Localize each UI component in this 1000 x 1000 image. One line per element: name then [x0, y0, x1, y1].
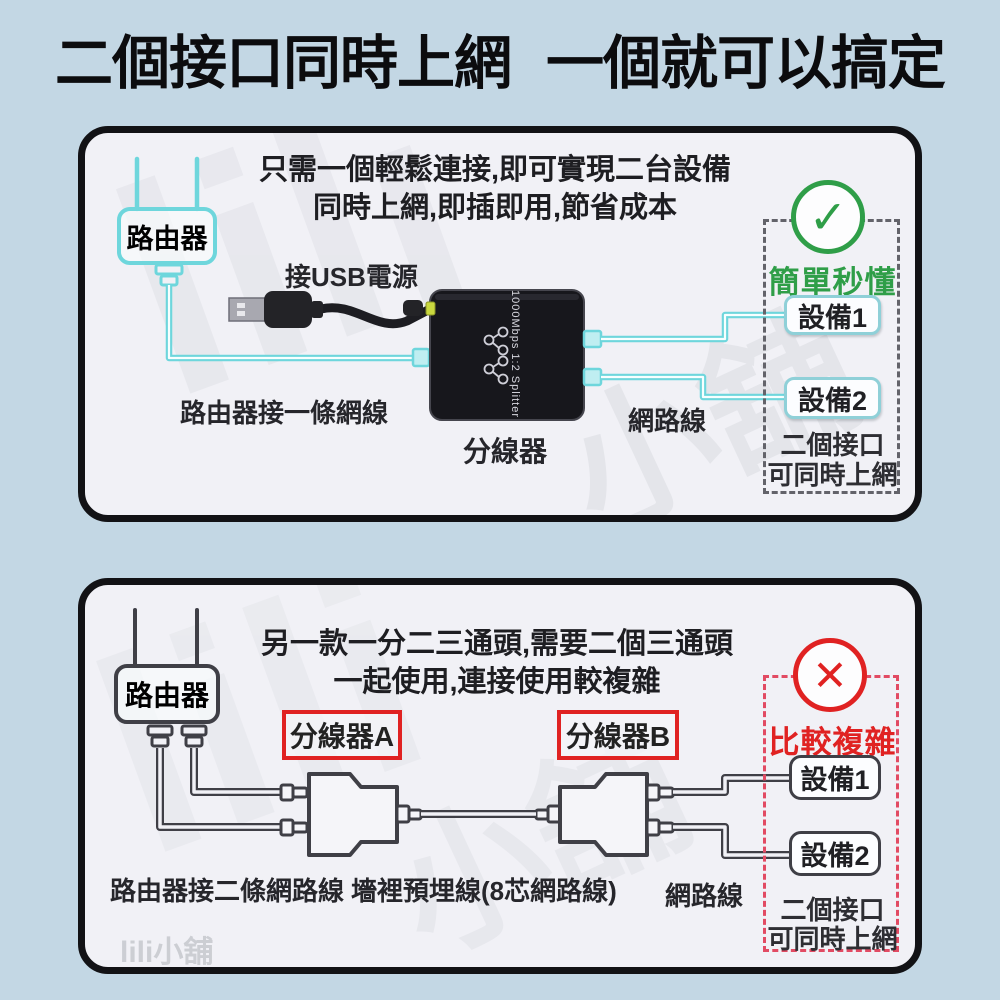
router-cable-label: 路由器接二條網路線	[110, 876, 345, 906]
splitter-a-tag: 分線器A	[282, 710, 402, 760]
cable-connector	[411, 347, 431, 368]
router-antennas	[133, 608, 199, 666]
usb-power-label: 接USB電源	[285, 262, 418, 292]
splitter-output-connectors	[582, 329, 603, 387]
device1-label: 設備1	[797, 302, 868, 333]
router-cables	[156, 748, 281, 831]
description-line2: 同時上網,即插即用,節省成本	[312, 192, 678, 224]
page-title: 二個接口同時上網 一個就可以搞定	[54, 31, 946, 96]
complex-setup-panel: lili 小舖	[78, 578, 922, 974]
device1-node: 設備1	[784, 295, 881, 335]
router-cable-label: 路由器接一條網線	[180, 398, 389, 428]
splitter-a-input-connectors	[279, 783, 309, 837]
description-line2: 一起使用,連接使用較複雜	[333, 666, 661, 698]
network-cable-label: 網路線	[665, 881, 744, 911]
note-line2: 可同時上網	[767, 460, 898, 490]
split-icon	[483, 326, 509, 385]
description: 另一款一分二三通頭,需要二個三通頭 一起使用,連接使用較複雜	[197, 625, 797, 701]
verdict-label: 簡單秒懂	[768, 265, 897, 300]
usb-port	[425, 301, 436, 316]
description: 只需一個輕鬆連接,即可實現二台設備 同時上網,即插即用,節省成本	[175, 151, 815, 227]
router-antennas	[134, 156, 200, 212]
note-line2: 可同時上網	[767, 924, 898, 954]
complex-setup-diagram	[133, 608, 789, 859]
description-line1: 另一款一分二三通頭,需要二個三通頭	[260, 628, 734, 660]
splitter-label: 分線器	[463, 436, 548, 467]
brand-watermark: lili小舖	[120, 936, 214, 969]
router-port-connectors	[146, 724, 208, 748]
device2-node: 設備2	[789, 831, 881, 876]
wall-cable-label: 墻裡預埋線(8芯網路線)	[351, 876, 617, 906]
cross-icon: ✕	[793, 638, 867, 712]
device2-node: 設備2	[784, 377, 881, 419]
device2-label: 設備2	[800, 841, 870, 871]
splitter-a-label: 分線器A	[289, 721, 395, 752]
router-port-connector	[154, 263, 184, 287]
router-label: 路由器	[126, 223, 208, 254]
device-network-cables	[601, 311, 784, 401]
router-node: 路由器	[117, 207, 217, 265]
device1-node: 設備1	[789, 755, 881, 800]
note-line1: 二個接口	[780, 895, 885, 925]
router-node: 路由器	[114, 664, 220, 724]
verdict-label: 比較複雜	[768, 725, 897, 760]
usb-plug-body	[264, 291, 312, 328]
splitter-b-output-connectors	[645, 783, 675, 837]
splitter-b-tag: 分線器B	[557, 710, 679, 760]
network-cable-label: 網路線	[628, 406, 707, 436]
note-line1: 二個接口	[780, 430, 885, 460]
wall-cable-connectors	[395, 804, 562, 824]
splitter-device	[425, 289, 585, 421]
device2-label: 設備2	[797, 385, 868, 416]
check-icon: ✓	[791, 180, 865, 254]
router-label: 路由器	[124, 680, 209, 711]
usb-plug-metal	[228, 297, 266, 322]
splitter-b-shape	[558, 772, 649, 857]
usb-power-cable	[228, 291, 433, 329]
simple-setup-panel: lili 小舖	[78, 126, 922, 522]
device-cables	[673, 774, 789, 859]
router-network-cable	[165, 285, 415, 362]
device1-label: 設備1	[800, 765, 870, 795]
splitter-b-label: 分線器B	[565, 721, 671, 752]
splitter-a-shape	[307, 772, 399, 857]
simple-setup-diagram	[134, 156, 784, 421]
description-line1: 只需一個輕鬆連接,即可實現二台設備	[258, 154, 732, 186]
